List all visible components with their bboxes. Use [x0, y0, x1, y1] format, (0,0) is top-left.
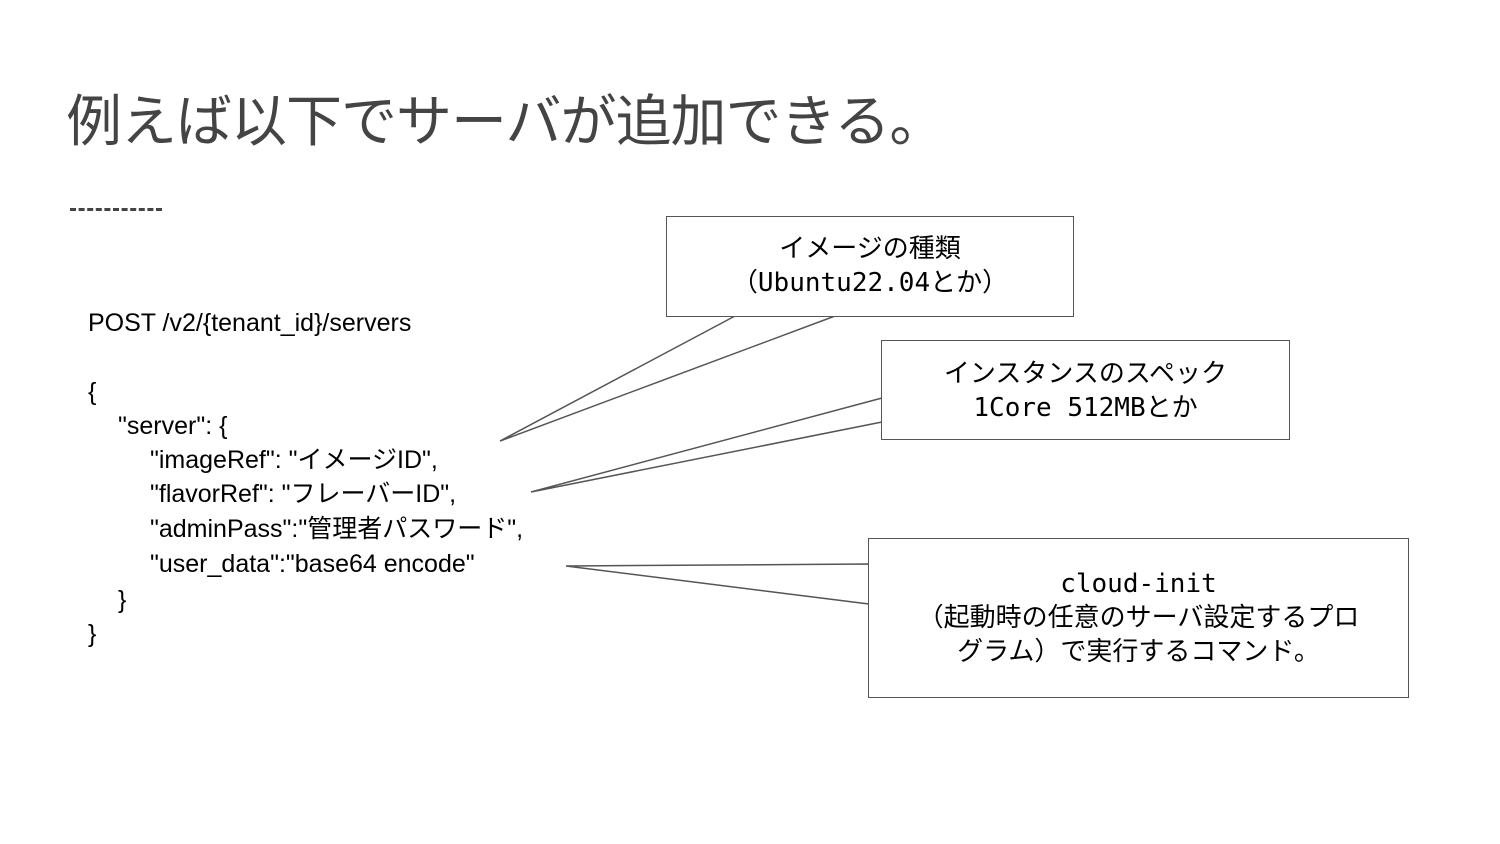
code-line-server: "server": { — [118, 412, 228, 440]
code-line-endpoint: POST /v2/{tenant_id}/servers — [88, 309, 412, 337]
image-callout-tail — [499, 315, 836, 442]
user-data-callout-tail — [565, 563, 870, 605]
code-line-inner-close-brace: } — [118, 586, 127, 614]
image-callout-line2: （Ubuntu22.04とか） — [731, 268, 1009, 298]
code-line-open-brace: { — [88, 378, 97, 406]
cloud-init-callout-line3: グラム）で実行するコマンド。 — [957, 637, 1320, 667]
cloud-init-callout-line2: （起動時の任意のサーバ設定するプロ — [917, 603, 1360, 633]
title-underline — [70, 208, 162, 211]
code-line-close-brace: } — [88, 620, 97, 648]
flavor-callout-line1: インスタンスのスペック — [943, 359, 1228, 389]
slide-title: 例えば以下でサーバが追加できる。 — [66, 90, 945, 155]
image-callout-line1: イメージの種類 — [779, 234, 961, 264]
code-line-imageref: "imageRef": "イメージID", — [150, 446, 438, 474]
code-line-flavorref: "flavorRef": "フレーバーID", — [150, 480, 457, 508]
flavor-spec-callout: インスタンスのスペック 1Core 512MBとか — [881, 340, 1290, 440]
cloud-init-callout-line1: cloud-init — [1060, 569, 1217, 599]
code-line-adminpass: "adminPass":"管理者パスワード", — [150, 515, 524, 543]
flavor-callout-tail — [530, 397, 883, 493]
cloud-init-callout: cloud-init （起動時の任意のサーバ設定するプロ グラム）で実行するコマ… — [868, 538, 1409, 698]
image-type-callout: イメージの種類 （Ubuntu22.04とか） — [666, 216, 1074, 317]
flavor-callout-line2: 1Core 512MBとか — [973, 393, 1198, 423]
code-line-user-data: "user_data":"base64 encode" — [150, 550, 475, 578]
